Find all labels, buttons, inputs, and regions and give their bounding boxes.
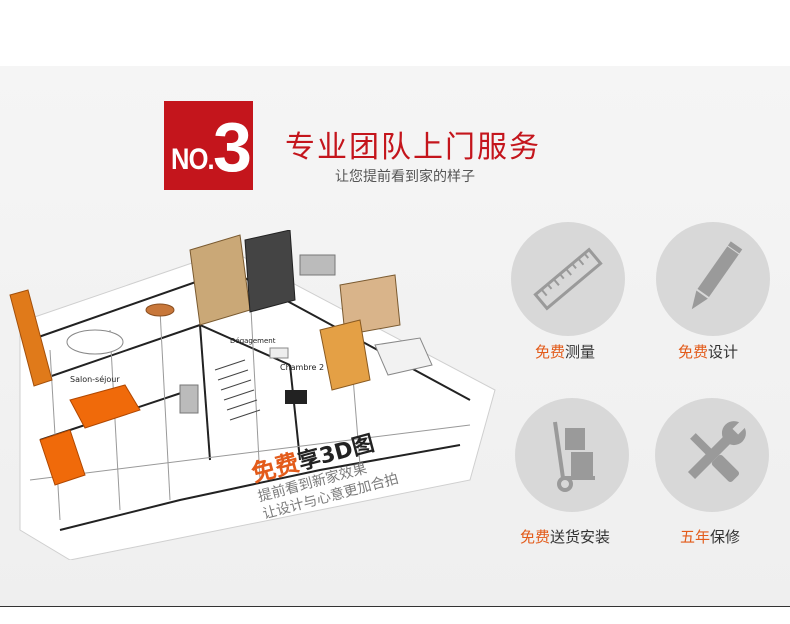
service-delivery-circle <box>515 398 629 512</box>
service-warranty-text: 保修 <box>710 528 741 546</box>
room-label-degagement: Dégagement <box>230 337 276 345</box>
service-delivery-text: 送货安装 <box>550 528 611 546</box>
hand-truck-icon <box>553 421 595 492</box>
page-subtitle: 让您提前看到家的样子 <box>335 169 475 185</box>
service-warranty-label: 五年保修 <box>680 526 740 547</box>
tools-icon <box>687 420 747 483</box>
service-measure-text: 测量 <box>565 343 596 361</box>
room-label-salon: Salon-séjour <box>70 374 120 384</box>
number-badge: NO. 3 <box>164 101 253 190</box>
badge-prefix: NO. <box>171 143 215 176</box>
badge-number: 3 <box>213 108 252 186</box>
service-warranty-highlight: 五年 <box>680 528 711 546</box>
service-delivery-highlight: 免费 <box>520 528 551 546</box>
service-measure-highlight: 免费 <box>535 343 566 361</box>
service-design-circle <box>656 222 770 336</box>
floorplan-3d-illustration: Salon-séjour Chambre 2 Dégagement <box>9 230 496 560</box>
pencil-icon <box>691 241 743 310</box>
bottom-divider <box>0 606 790 607</box>
service-delivery-label: 免费送货安装 <box>520 526 610 547</box>
room-label-chambre: Chambre 2 <box>280 363 324 372</box>
service-design-highlight: 免费 <box>678 343 709 361</box>
ruler-icon <box>533 247 603 311</box>
service-measure-label: 免费测量 <box>535 341 595 362</box>
service-design-text: 设计 <box>708 343 739 361</box>
service-warranty-circle <box>655 398 769 512</box>
page-title: 专业团队上门服务 <box>285 130 541 165</box>
service-measure-circle <box>511 222 625 336</box>
service-design-label: 免费设计 <box>678 341 738 362</box>
